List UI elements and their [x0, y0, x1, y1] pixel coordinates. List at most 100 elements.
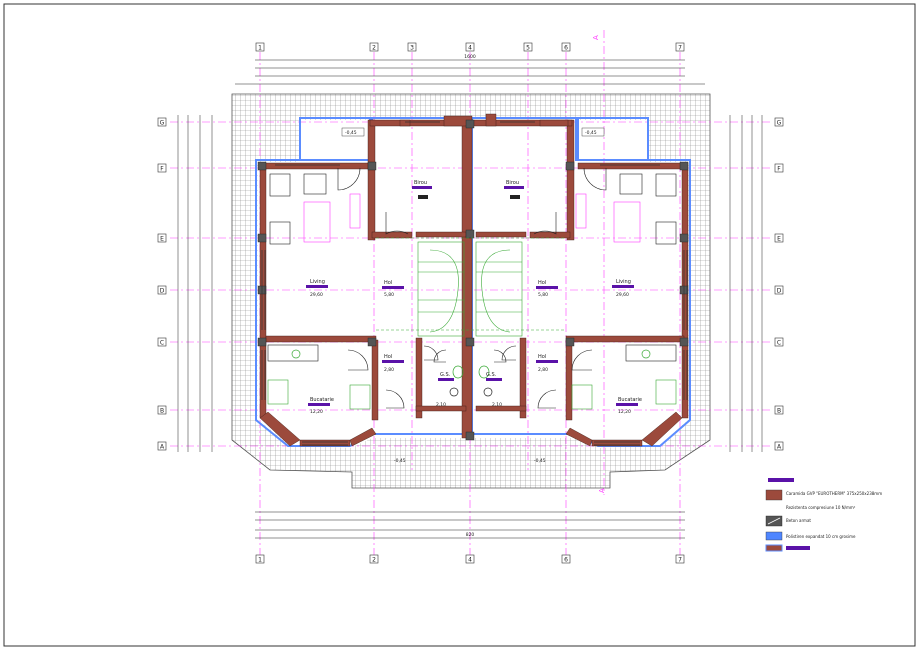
legend-item-brick-2 — [765, 544, 810, 552]
legend-swatch — [765, 489, 783, 501]
axis-label: 2 — [372, 45, 376, 52]
sheet-border — [3, 3, 916, 647]
dimension-chains-sides — [177, 115, 763, 452]
total-dimension: 820 — [466, 532, 475, 538]
axis-label: 6 — [564, 45, 568, 52]
axis-label: 4 — [468, 45, 472, 52]
total-dimension: 1600 — [464, 54, 476, 60]
room-label-hol-upper-left: Hol 5,80 — [382, 280, 404, 298]
furniture-right — [571, 173, 677, 410]
axis-label: B — [777, 408, 781, 415]
room-label-hol-upper-right: Hol 5,80 — [536, 280, 558, 298]
level-value: -0,45 — [585, 130, 597, 136]
axis-label: G — [160, 120, 165, 127]
axis-label: 1 — [258, 45, 262, 52]
legend-title-bar — [768, 478, 794, 482]
axis-marker-4: 4 — [465, 554, 475, 564]
legend-item-brick: Caramida GVP "EUROTHERM" 375x250x238mm R… — [765, 489, 882, 510]
room-area: 5,80 — [384, 292, 394, 298]
room-area: 2,10 — [436, 402, 446, 408]
section-mark-top: A — [592, 35, 600, 40]
axis-label: 1 — [258, 557, 262, 564]
axis-labels-left: G F E D C B A — [157, 117, 167, 451]
room-label-bucatarie-right: Bucatarie 12,20 — [616, 397, 642, 415]
room-area: 2,80 — [384, 367, 394, 373]
staircases — [376, 237, 566, 337]
room-label-bucatarie-left: Bucatarie 12,20 — [308, 397, 334, 415]
axis-label: B — [160, 408, 164, 415]
level-markers: -0,45 -0,45 -0,45 -0,45 — [341, 127, 605, 464]
legend-swatch — [765, 531, 783, 541]
axis-label: 3 — [410, 45, 414, 52]
axis-marker-6: 6 — [561, 42, 571, 52]
axis-marker-7: 7 — [675, 42, 685, 52]
axis-label: D — [160, 288, 165, 295]
axis-label: A — [777, 444, 782, 451]
axis-label: F — [160, 166, 164, 173]
room-name: Hol — [538, 354, 546, 360]
axis-label: 6 — [564, 557, 568, 564]
room-name: Birou — [414, 180, 427, 186]
legend: Caramida GVP "EUROTHERM" 375x250x238mm R… — [765, 478, 882, 552]
room-label-hol-lower-left: Hol 2,80 — [382, 354, 404, 373]
axis-label: G — [777, 120, 782, 127]
axis-marker-4: 4 — [465, 42, 475, 52]
legend-item-insulation: Polistiren expandat 10 cm grosime — [765, 531, 856, 541]
room-label-gs-right: G.S. 2,10 — [486, 372, 502, 408]
axis-label: C — [160, 340, 164, 347]
legend-sublabel: Rezistenta compresiune 10 N/mm² — [786, 505, 856, 510]
axis-marker-3: 3 — [407, 42, 417, 52]
level-value: -0,45 — [394, 458, 406, 464]
dimension-chains-top: 1600 — [235, 54, 705, 85]
room-name: Hol — [384, 280, 392, 286]
bathroom-fixtures — [291, 349, 651, 397]
room-area: 12,20 — [618, 409, 631, 415]
axis-label: 7 — [678, 557, 682, 564]
room-name: Living — [616, 279, 631, 285]
room-label-living-left: Living 29,60 — [306, 279, 328, 298]
axis-label: D — [777, 288, 782, 295]
axis-labels-right: G F E D C B A — [774, 117, 784, 451]
room-name: G.S. — [486, 372, 497, 378]
axis-label: 5 — [526, 45, 530, 52]
legend-label: Polistiren expandat 10 cm grosime — [786, 534, 856, 539]
axis-labels-top: 1 2 3 4 5 6 7 — [255, 42, 685, 52]
axis-label: 2 — [372, 557, 376, 564]
axis-label: 4 — [468, 557, 472, 564]
room-area: 12,20 — [310, 409, 323, 415]
room-name: Living — [310, 279, 325, 285]
room-name: Hol — [538, 280, 546, 286]
axis-marker-2: 2 — [369, 42, 379, 52]
windows — [261, 121, 688, 446]
room-label-living-right: Living 29,60 — [612, 279, 634, 298]
axis-label: 7 — [678, 45, 682, 52]
axis-marker-5: 5 — [523, 42, 533, 52]
axis-label: A — [160, 444, 165, 451]
room-label-hol-lower-right: Hol 2,80 — [536, 354, 558, 373]
room-name: Hol — [384, 354, 392, 360]
axis-label: F — [777, 166, 781, 173]
room-name: Bucatarie — [618, 397, 642, 403]
room-label-birou-left: Birou — [412, 180, 432, 199]
furniture-left — [267, 173, 371, 410]
axis-marker-1: 1 — [255, 42, 265, 52]
room-area: 2,10 — [492, 402, 502, 408]
room-area: 5,80 — [538, 292, 548, 298]
axis-label: C — [777, 340, 781, 347]
level-value: -0,45 — [534, 458, 546, 464]
room-area: 29,60 — [310, 292, 323, 298]
axis-marker-6: 6 — [561, 554, 571, 564]
axis-marker-2: 2 — [369, 554, 379, 564]
axis-label: E — [777, 236, 781, 243]
room-label-birou-right: Birou — [504, 180, 524, 199]
room-name: Bucatarie — [310, 397, 334, 403]
axis-marker-1: 1 — [255, 554, 265, 564]
room-area: 2,80 — [538, 367, 548, 373]
section-label: A — [592, 35, 600, 40]
legend-swatch — [765, 544, 783, 552]
section-label: A — [598, 488, 606, 493]
room-name: G.S. — [440, 372, 451, 378]
room-name: Birou — [506, 180, 519, 186]
room-area: 29,60 — [616, 292, 629, 298]
